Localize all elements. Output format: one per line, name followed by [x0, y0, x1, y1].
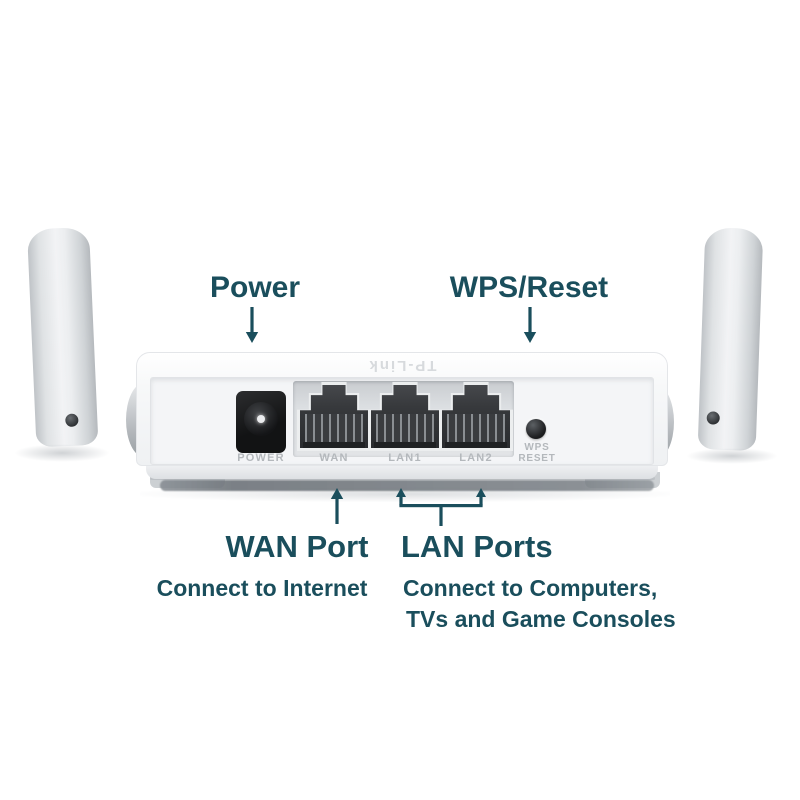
wps-reset-callout-label: WPS/Reset [449, 271, 609, 304]
left-antenna-shadow [14, 444, 110, 462]
lan-ports-callout-title: LAN Ports [401, 529, 553, 564]
port-cavity [371, 385, 439, 448]
port-pins [305, 413, 363, 442]
port-cavity [300, 385, 368, 448]
right-antenna-shadow [686, 448, 778, 464]
lan1-port-label: LAN1 [388, 452, 422, 464]
wan-port-callout-title: WAN Port [225, 529, 369, 564]
port-pins-base [444, 441, 508, 448]
lan-bracket-arrows-icon [396, 488, 486, 526]
power-jack-label: POWER [237, 452, 285, 464]
port-pins [376, 413, 434, 442]
lan2-port [439, 382, 513, 451]
router-body: TP-Link POWER [136, 352, 668, 466]
wps-button-label-line1: WPS [524, 442, 550, 453]
wan-port-label: WAN [319, 452, 349, 464]
lan-ports-callout-subtitle-line2: TVs and Game Consoles [406, 606, 676, 632]
brand-logo: TP-Link [367, 357, 437, 374]
lan1-port [368, 382, 442, 451]
power-callout-label: Power [209, 271, 301, 304]
power-jack-pin [257, 415, 265, 423]
wps-reset-button [526, 419, 546, 439]
wan-arrow-up-icon [330, 488, 344, 524]
wan-port [297, 382, 371, 451]
power-jack-barrel [244, 402, 278, 436]
rear-panel-face: POWER [150, 377, 654, 465]
ethernet-port-panel [293, 381, 514, 457]
port-cavity [442, 385, 510, 448]
base-shadow [160, 480, 654, 491]
right-antenna [697, 227, 764, 452]
left-antenna [26, 226, 99, 448]
power-jack [236, 391, 286, 453]
port-pins-base [302, 441, 366, 448]
wan-port-callout-subtitle: Connect to Internet [156, 575, 368, 601]
wps-button-label-line2: RESET [518, 453, 556, 464]
wps-reset-arrow-down-icon [523, 307, 537, 343]
port-pins-base [373, 441, 437, 448]
antenna-screw-hole [706, 411, 720, 425]
lan-ports-callout-subtitle-line1: Connect to Computers, [403, 575, 658, 601]
lan2-port-label: LAN2 [459, 452, 493, 464]
port-pins [447, 413, 505, 442]
power-arrow-down-icon [245, 307, 259, 343]
antenna-screw-hole [65, 413, 79, 428]
